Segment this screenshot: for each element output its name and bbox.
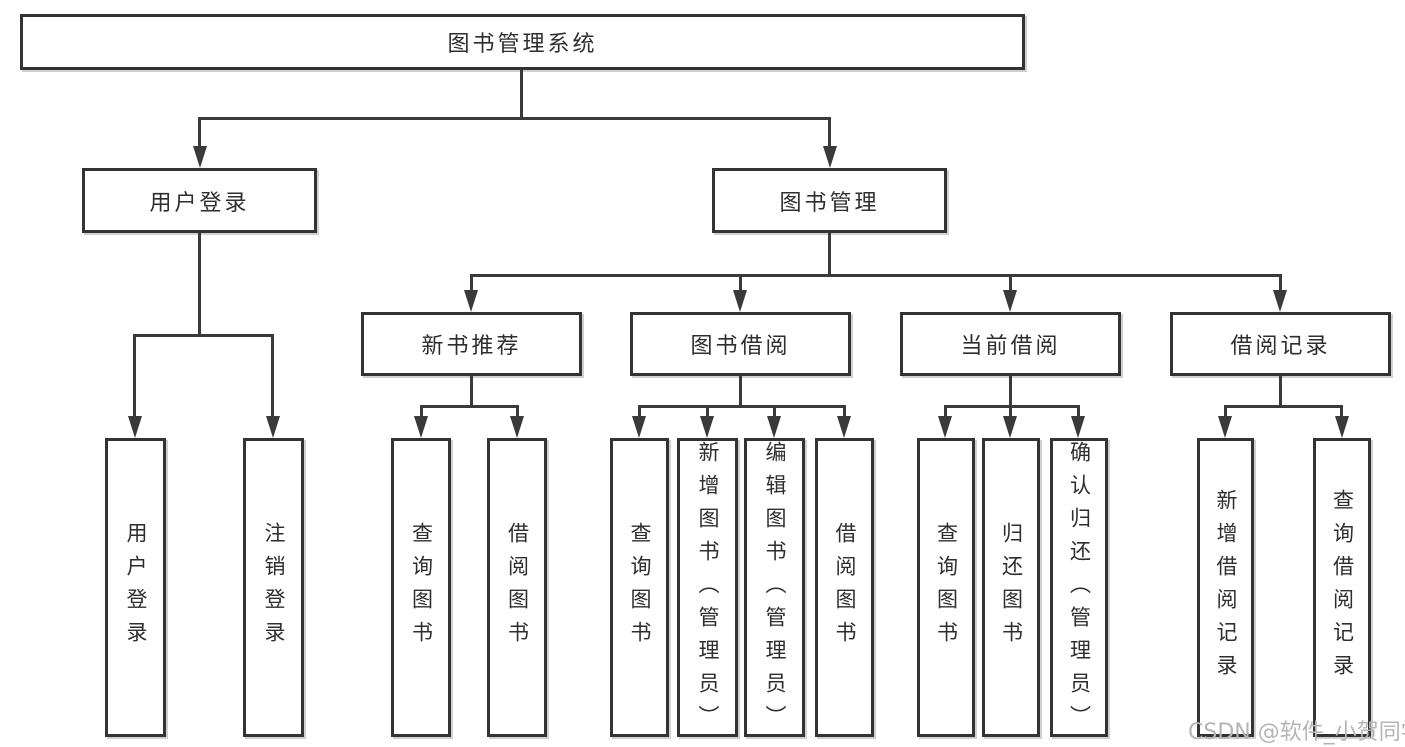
connector-borrowing-records-trunk (1279, 376, 1282, 407)
leaf-borrow-books-borrow: 借阅图书 (815, 438, 874, 737)
leaf-confirm-return-admin: 确认归还（管理员） (1050, 438, 1108, 738)
connector-root-rail (198, 117, 831, 120)
node-book-management: 图书管理 (712, 168, 947, 233)
leaf-query-books-recommend: 查询图书 (391, 438, 451, 737)
arrowhead-to-edit-book-admin (767, 416, 781, 438)
connector-drop-add-borrow-record (1224, 405, 1227, 418)
arrowhead-to-add-book-admin (700, 416, 714, 438)
leaf-query-books-borrow-label: 查询图书 (628, 521, 652, 654)
arrowhead-to-user-login (193, 146, 207, 168)
node-user-login: 用户登录 (82, 168, 317, 233)
leaf-return-book: 归还图书 (982, 438, 1040, 737)
node-book-management-label: 图书管理 (779, 190, 880, 216)
connector-new-book-recommend-trunk (470, 376, 473, 407)
watermark: CSDN @软件_小贺同学 (1188, 720, 1405, 745)
connector-drop-query-books-recommend (420, 405, 423, 418)
arrowhead-to-query-borrow-record (1335, 416, 1349, 438)
leaf-add-book-admin-label: 新增图书（管理员） (696, 441, 720, 738)
leaf-edit-book-admin-label: 编辑图书（管理员） (763, 441, 787, 738)
leaf-query-books-borrow: 查询图书 (610, 438, 669, 737)
leaf-edit-book-admin: 编辑图书（管理员） (744, 438, 805, 738)
connector-current-borrowing-rail (944, 405, 1080, 408)
node-library-system-label: 图书管理系统 (447, 32, 598, 57)
arrowhead-to-borrow-books-borrow (837, 416, 851, 438)
connector-book-borrowing-trunk (739, 376, 742, 407)
arrowhead-to-borrowing-records (1273, 290, 1287, 312)
leaf-user-login: 用户登录 (105, 438, 166, 737)
connector-current-borrowing-trunk (1009, 376, 1012, 407)
arrowhead-to-new-book-recommend (464, 290, 478, 312)
connector-borrowing-records-rail (1224, 405, 1343, 408)
node-borrowing-records: 借阅记录 (1170, 312, 1391, 376)
node-new-book-recommend: 新书推荐 (361, 312, 582, 376)
node-library-system: 图书管理系统 (20, 14, 1025, 70)
connector-drop-user-login (198, 117, 201, 148)
connector-drop-borrow-books-recommend (516, 405, 519, 418)
arrowhead-to-add-borrow-record (1218, 416, 1232, 438)
connector-book-borrowing-rail (638, 405, 846, 408)
leaf-query-borrow-record: 查询借阅记录 (1313, 438, 1371, 737)
arrowhead-to-borrow-books-recommend (510, 416, 524, 438)
leaf-borrow-books-recommend: 借阅图书 (487, 438, 547, 737)
leaf-query-books-current-label: 查询图书 (934, 521, 959, 654)
leaf-add-borrow-record: 新增借阅记录 (1197, 438, 1254, 737)
arrowhead-to-query-books-recommend (414, 416, 428, 438)
connector-drop-query-books-current (944, 405, 947, 418)
leaf-logout: 注销登录 (243, 438, 304, 737)
node-borrowing-records-label: 借阅记录 (1230, 334, 1331, 359)
node-user-login-label: 用户登录 (149, 190, 250, 216)
connector-drop-new-book-recommend (470, 274, 473, 292)
connector-drop-confirm-return-admin (1077, 405, 1080, 418)
connector-drop-query-borrow-record (1340, 405, 1343, 418)
connector-drop-book-borrowing (739, 274, 742, 292)
arrowhead-to-leaf-user-login (128, 416, 142, 438)
arrowhead-to-current-borrowing (1003, 290, 1017, 312)
node-book-borrowing: 图书借阅 (630, 312, 851, 376)
leaf-query-books-current: 查询图书 (917, 438, 975, 737)
connector-book-management-rail (470, 274, 1281, 277)
node-book-borrowing-label: 图书借阅 (690, 334, 791, 359)
leaf-query-books-recommend-label: 查询图书 (409, 521, 434, 654)
connector-drop-edit-book-admin (773, 405, 776, 418)
leaf-user-login-label: 用户登录 (124, 521, 148, 654)
connector-new-book-recommend-rail (420, 405, 519, 408)
leaf-return-book-label: 归还图书 (999, 521, 1024, 654)
node-current-borrowing: 当前借阅 (900, 312, 1121, 376)
arrowhead-to-book-management (823, 146, 837, 168)
connector-drop-add-book-admin (706, 405, 709, 418)
arrowhead-to-query-books-current (938, 416, 952, 438)
node-new-book-recommend-label: 新书推荐 (421, 334, 522, 359)
connector-drop-book-management (828, 117, 831, 148)
leaf-confirm-return-admin-label: 确认归还（管理员） (1067, 441, 1092, 738)
leaf-borrow-books-recommend-label: 借阅图书 (505, 521, 530, 654)
connector-drop-query-books-borrow (638, 405, 641, 418)
leaf-add-borrow-record-label: 新增借阅记录 (1214, 488, 1238, 687)
connector-user-login-trunk (198, 233, 201, 336)
leaf-logout-label: 注销登录 (262, 521, 286, 654)
arrowhead-to-query-books-borrow (632, 416, 646, 438)
leaf-borrow-books-borrow-label: 借阅图书 (833, 521, 857, 654)
node-current-borrowing-label: 当前借阅 (960, 334, 1061, 359)
connector-root-trunk (520, 69, 523, 118)
connector-drop-leaf-logout (271, 334, 274, 418)
arrowhead-to-book-borrowing (733, 290, 747, 312)
connector-drop-borrow-books-borrow (843, 405, 846, 418)
connector-drop-leaf-user-login (133, 334, 136, 418)
leaf-query-borrow-record-label: 查询借阅记录 (1330, 488, 1355, 687)
arrowhead-to-leaf-logout (266, 416, 280, 438)
arrowhead-to-return-book (1003, 416, 1017, 438)
connector-drop-return-book (1009, 405, 1012, 418)
arrowhead-to-confirm-return-admin (1071, 416, 1085, 438)
connector-drop-current-borrowing (1009, 274, 1012, 292)
connector-book-management-trunk (828, 233, 831, 276)
connector-drop-borrowing-records (1279, 274, 1282, 292)
leaf-add-book-admin: 新增图书（管理员） (677, 438, 738, 738)
connector-user-login-rail (133, 334, 274, 337)
